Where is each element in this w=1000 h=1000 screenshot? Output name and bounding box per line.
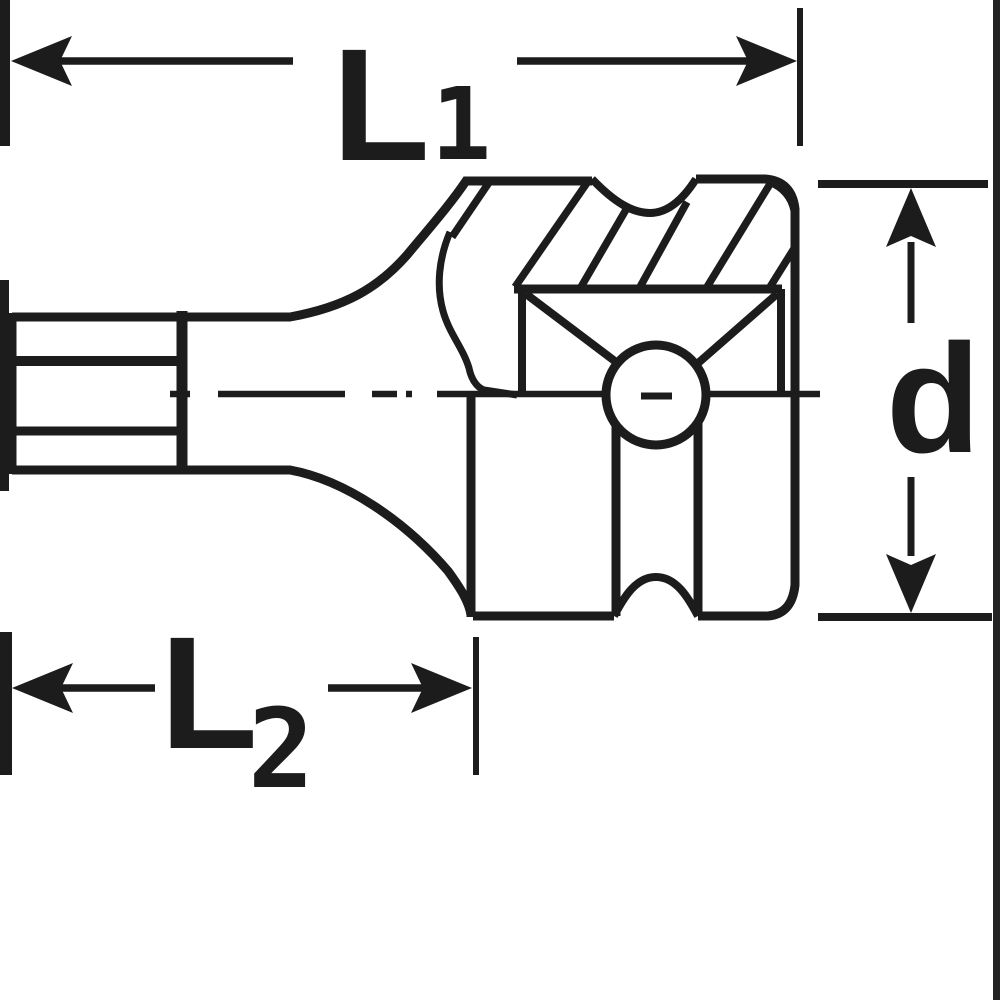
body-right-edge <box>696 174 800 621</box>
recess-corner-diagonal-right <box>694 290 780 368</box>
d-letter: d <box>886 312 981 485</box>
dim-label-l1: L 1 <box>332 15 491 194</box>
hatch-line <box>448 178 494 240</box>
silhouette-top <box>12 176 592 322</box>
hatch-line <box>703 182 774 289</box>
d-arrowhead-up <box>886 188 936 247</box>
adapter-body-outline <box>12 174 800 621</box>
l1-arrowhead-left <box>11 36 72 86</box>
top-groove-notch <box>589 176 700 218</box>
section-boundary-curve <box>435 230 518 399</box>
recess-corner-diagonal-left <box>523 290 623 369</box>
l2-subscript: 2 <box>248 685 315 813</box>
l2-letter: L <box>160 603 258 782</box>
l1-subscript: 1 <box>431 66 492 183</box>
l2-arrowhead-left <box>12 663 73 713</box>
dimension-l2 <box>12 637 479 775</box>
l1-letter: L <box>332 15 430 194</box>
l2-arrowhead-right <box>411 663 472 713</box>
l1-left-tick <box>0 0 10 146</box>
hatch-line <box>577 206 631 289</box>
l2-left-tick <box>0 632 12 775</box>
corner-chamfer-line <box>767 180 796 212</box>
dimension-l1 <box>11 8 803 146</box>
silhouette-bottom <box>12 465 476 616</box>
bottom-groove-notch <box>610 572 702 618</box>
hatch-line <box>766 245 799 289</box>
cross-hole <box>611 412 703 616</box>
hex-bit <box>7 311 188 474</box>
section-hatching <box>448 177 799 290</box>
l1-arrowhead-right <box>736 36 797 86</box>
right-border-strip <box>993 0 1000 1000</box>
dimension-d <box>818 180 992 621</box>
dim-label-d: d <box>886 321 981 476</box>
bit-end-edge-strip <box>0 280 9 491</box>
dim-label-l2: L 2 <box>160 603 314 805</box>
d-arrowhead-down <box>886 554 936 613</box>
hatch-line <box>511 177 593 290</box>
hatch-line <box>636 200 691 289</box>
square-drive-recess <box>514 284 785 396</box>
